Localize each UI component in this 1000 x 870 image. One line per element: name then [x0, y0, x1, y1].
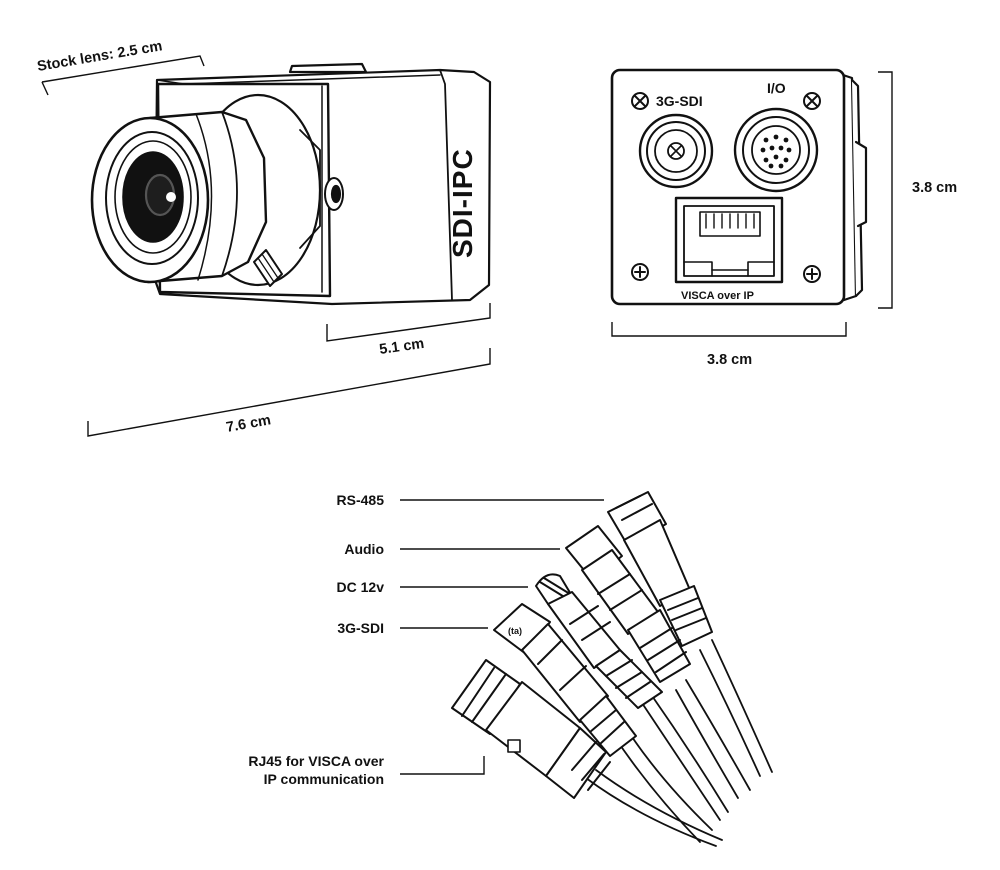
- stock-lens-dimension-line: [41, 55, 205, 83]
- svg-text:(ta): (ta): [508, 626, 522, 636]
- corner-screw-icon: [803, 92, 821, 110]
- stock-lens-dimension: Stock lens: 2.5 cm: [36, 38, 163, 75]
- rear-port-3g-sdi-label: 3G-SDI: [656, 93, 703, 109]
- corner-screw-icon: [631, 92, 649, 110]
- rear-height-dimension: 3.8 cm: [912, 180, 957, 196]
- body-depth-dimension: 5.1 cm: [378, 336, 425, 358]
- callout-sdi: 3G-SDI: [337, 620, 384, 636]
- body-depth-dimension-line: [326, 303, 491, 342]
- callout-dc12v: DC 12v: [337, 579, 385, 595]
- dimension-lines-rear: [611, 71, 893, 337]
- total-length-dimension: 7.6 cm: [225, 412, 272, 436]
- bnc-connector-icon: [638, 113, 714, 189]
- camera-front-view: [90, 62, 492, 306]
- brand-label: SDI-IPC: [447, 148, 478, 258]
- camera-rear-panel: [610, 68, 868, 306]
- callout-rj45-line1: RJ45 for VISCA over: [248, 753, 384, 769]
- cable-bundle: (ta): [451, 491, 773, 847]
- rear-width-dimension: 3.8 cm: [707, 352, 752, 368]
- rear-height-dimension-line: [878, 71, 893, 309]
- corner-screw-icon: [631, 263, 649, 281]
- dimension-lines-front: [41, 55, 491, 437]
- callout-rs485: RS-485: [337, 492, 385, 508]
- rs485-connector: [607, 491, 713, 647]
- sdi-bnc-connector: (ta): [493, 603, 637, 757]
- rj45-cable-connector: [451, 659, 611, 799]
- total-length-dimension-line: [87, 348, 491, 437]
- audio-connector: [565, 525, 691, 683]
- corner-screw-icon: [803, 265, 821, 283]
- rj45-port-icon: [674, 196, 784, 284]
- callout-lines: [400, 499, 604, 775]
- rear-port-rj45-label: VISCA over IP: [681, 290, 754, 302]
- callout-rj45-line2: IP communication: [264, 771, 384, 787]
- rear-width-dimension-line: [611, 322, 847, 337]
- io-connector-icon: [733, 107, 819, 193]
- dc-12v-connector: [535, 573, 663, 709]
- rj45-leader-line: [400, 756, 485, 775]
- callout-audio: Audio: [344, 541, 384, 557]
- rear-port-io-label: I/O: [767, 80, 786, 96]
